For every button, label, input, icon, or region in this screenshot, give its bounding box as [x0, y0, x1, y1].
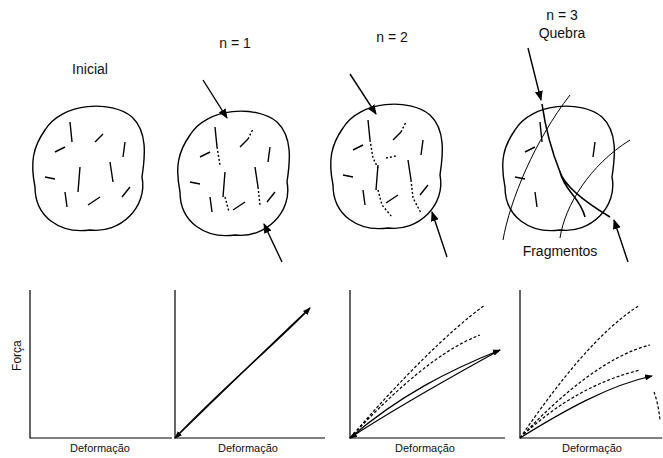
- axis-label: Deformação: [70, 442, 130, 454]
- particle: [503, 104, 615, 231]
- axis-label: Força: [10, 341, 23, 372]
- column-title: n = 2: [376, 30, 408, 45]
- axis-label: Deformação: [562, 442, 622, 454]
- axis-label: Deformação: [218, 442, 278, 454]
- column-title: Inicial: [72, 62, 108, 77]
- particle: [178, 111, 290, 235]
- axis-label: Deformação: [395, 442, 455, 454]
- force-deformation-graphs: [30, 290, 662, 438]
- column-title: Quebra: [539, 26, 586, 41]
- particle: [331, 104, 443, 228]
- particle: [33, 106, 145, 230]
- column-title: n = 1: [219, 36, 251, 51]
- column-title: n = 3: [546, 8, 578, 23]
- callout-label: Fragmentos: [523, 244, 598, 259]
